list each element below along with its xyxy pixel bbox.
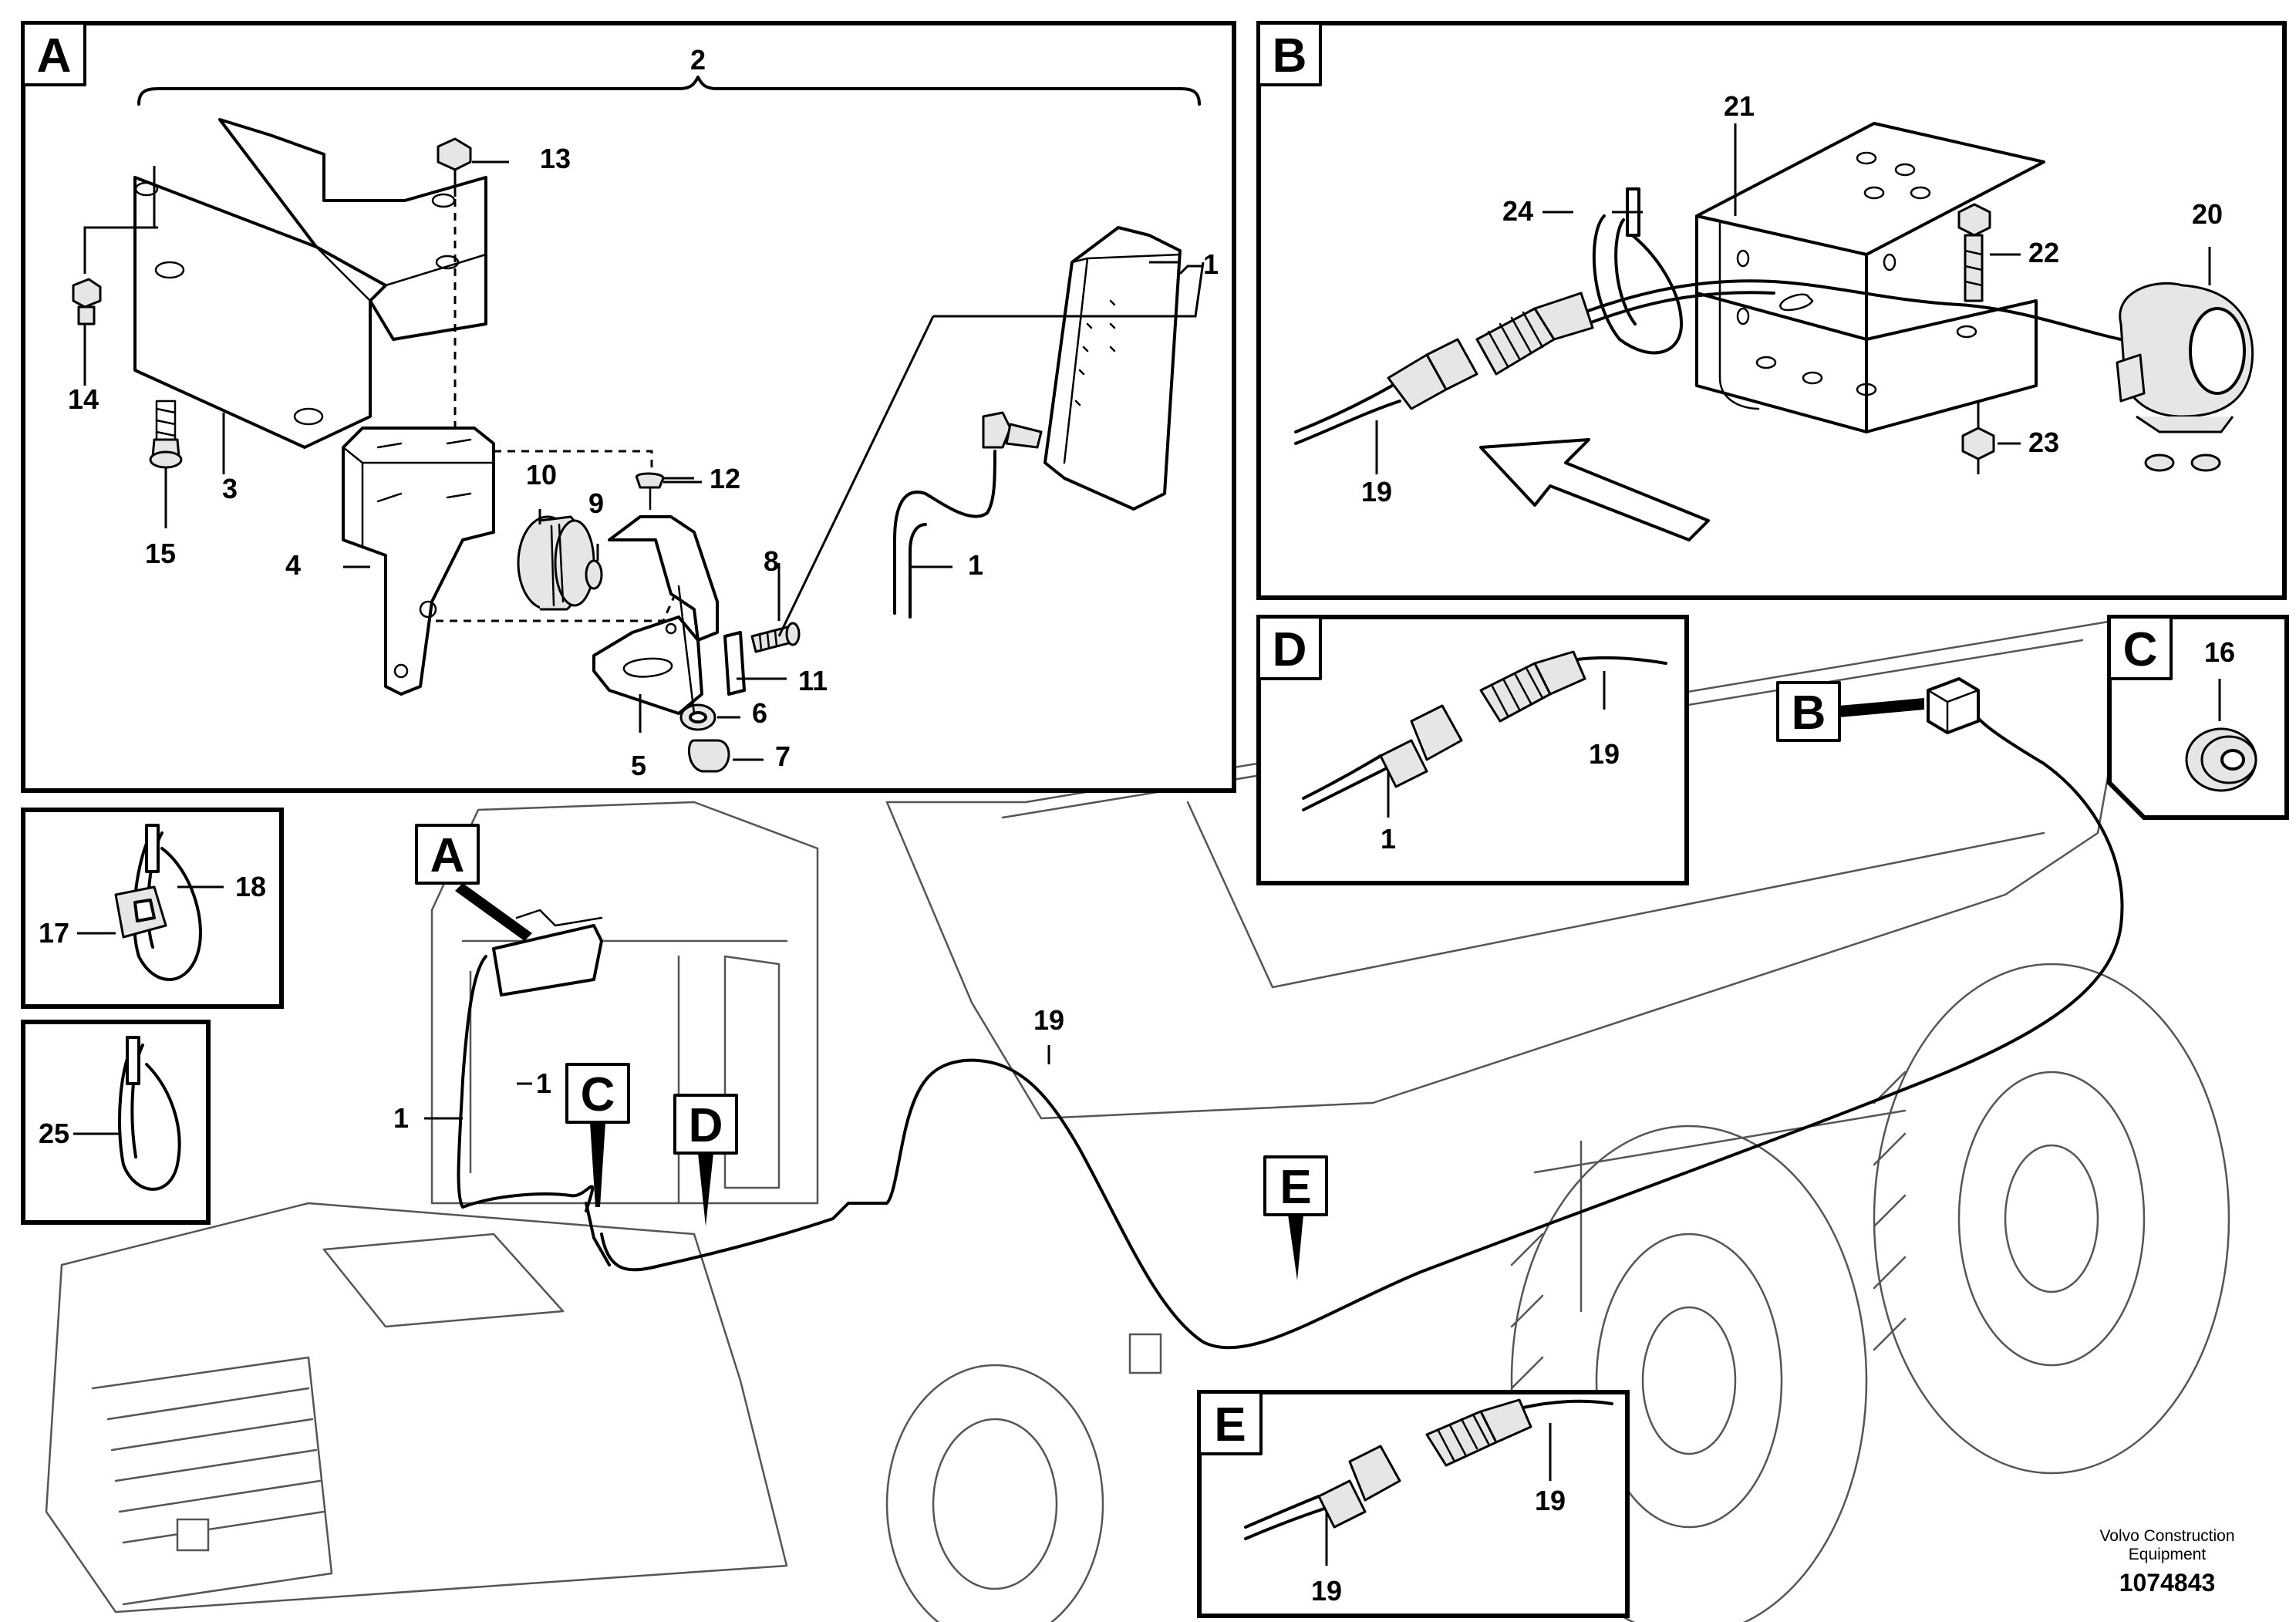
part-11-label: 11 — [798, 665, 828, 696]
detail-e-panel: E 19 19 — [1197, 1390, 1630, 1618]
detail-d-letter: D — [1273, 623, 1307, 676]
part-18-label: 18 — [235, 871, 266, 902]
detail-b-panel: B — [1256, 21, 2287, 600]
detail-clamp-panel: 18 17 — [21, 808, 284, 1009]
part-15-label: 15 — [145, 538, 176, 569]
detail-c-panel: C 16 — [2107, 615, 2289, 820]
part-20-label: 20 — [2192, 198, 2223, 230]
part-22-label: 22 — [2028, 237, 2059, 268]
part-8-label: 8 — [764, 545, 779, 577]
detail-a-panel: A 2 — [21, 21, 1236, 793]
part-17-label: 17 — [39, 917, 69, 949]
part-2-label: 2 — [690, 44, 706, 76]
detail-e-letter: E — [1214, 1398, 1246, 1452]
part-16-label: 16 — [2204, 636, 2235, 668]
footer: Volvo Construction Equipment 1074843 — [2099, 1527, 2234, 1597]
overview-callout-b: B — [1792, 686, 1826, 740]
part-1-label-ov2: 1 — [536, 1067, 551, 1099]
part-24-label: 24 — [1502, 195, 1533, 227]
part-1-label-a2: 1 — [1203, 248, 1219, 280]
drawing-number: 1074843 — [2119, 1569, 2216, 1597]
part-1-label-a1: 1 — [968, 549, 983, 581]
part-19-label-b: 19 — [1361, 476, 1392, 508]
part-9-label: 9 — [588, 487, 604, 519]
part-23-label: 23 — [2028, 427, 2059, 458]
part-13-label: 13 — [540, 143, 571, 174]
part-1-label-d: 1 — [1381, 823, 1396, 855]
detail-b-letter: B — [1273, 29, 1307, 83]
part-10-label: 10 — [526, 459, 557, 491]
detail-a-letter: A — [37, 29, 72, 83]
overview-cables — [457, 677, 2124, 1350]
detail-tie-panel: 25 — [21, 1020, 211, 1225]
overview-callout-d: D — [689, 1099, 723, 1152]
part-5-label: 5 — [631, 750, 646, 781]
part-19-label-e1: 19 — [1311, 1575, 1342, 1607]
company-line-1: Volvo Construction — [2099, 1527, 2234, 1545]
overview-callout-c: C — [581, 1068, 615, 1121]
part-19-label-d: 19 — [1589, 738, 1620, 770]
part-25-label: 25 — [39, 1118, 69, 1149]
part-1-label-ov1: 1 — [393, 1102, 409, 1134]
overview-callout-a: A — [430, 829, 465, 882]
part-3-label: 3 — [222, 473, 238, 504]
overview-callout-e: E — [1279, 1161, 1311, 1214]
part-14-label: 14 — [68, 383, 99, 415]
part-12-label: 12 — [710, 463, 740, 494]
detail-c-letter: C — [2123, 623, 2158, 676]
detail-d-panel: D 1 19 — [1256, 615, 1689, 885]
part-7-label: 7 — [775, 740, 791, 772]
truck-overview — [45, 615, 2230, 1622]
company-line-2: Equipment — [2129, 1546, 2207, 1563]
part-19-label-e2: 19 — [1535, 1485, 1566, 1516]
part-19-label-ov: 19 — [1033, 1004, 1064, 1036]
part-4-label: 4 — [285, 549, 301, 581]
part-6-label: 6 — [752, 697, 767, 729]
part-21-label: 21 — [1724, 90, 1755, 122]
overview-callouts: A C D E B 1 1 19 — [393, 681, 1924, 1280]
